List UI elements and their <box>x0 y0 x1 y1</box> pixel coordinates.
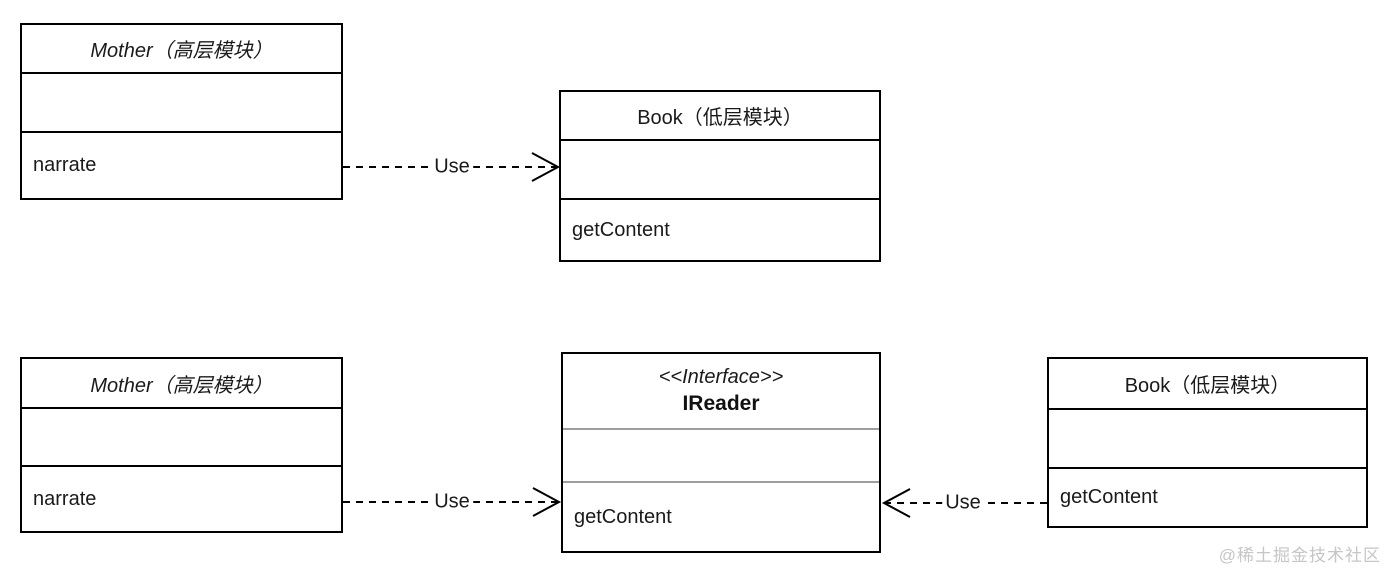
attributes-compartment <box>1049 408 1366 467</box>
use-label-top: Use <box>431 155 473 179</box>
arrow-head-icon <box>532 487 562 517</box>
arrow-head-icon <box>531 152 561 182</box>
use-label-bottom-right: Use <box>942 491 984 515</box>
use-label-bottom-left: Use <box>431 490 473 514</box>
attributes-compartment <box>22 407 341 465</box>
class-box-book-top: Book（低层模块） getContent <box>559 90 881 262</box>
class-title: Book（低层模块） <box>637 107 803 129</box>
method-label: narrate <box>22 131 341 198</box>
attributes-compartment <box>22 72 341 131</box>
interface-stereotype-label: <<Interface>> <box>658 366 784 389</box>
attributes-compartment <box>563 428 879 481</box>
method-label: getContent <box>1049 467 1366 526</box>
method-label: narrate <box>22 465 341 531</box>
interface-name-label: IReader <box>682 392 760 416</box>
class-title: Book（低层模块） <box>1124 375 1291 397</box>
watermark-text: @稀土掘金技术社区 <box>1218 546 1381 565</box>
interface-header: <<Interface>> IReader <box>563 354 879 428</box>
class-box-mother-top: Mother（高层模块） narrate <box>20 23 343 200</box>
interface-box-ireader: <<Interface>> IReader getContent <box>561 352 881 553</box>
attributes-compartment <box>561 139 879 198</box>
class-box-mother-bottom: Mother（高层模块） narrate <box>20 357 343 533</box>
method-label: getContent <box>561 198 879 260</box>
class-box-book-bottom: Book（低层模块） getContent <box>1047 357 1368 528</box>
arrow-head-icon <box>881 488 911 518</box>
class-title: Mother（高层模块） <box>90 374 273 397</box>
class-title: Mother（高层模块） <box>90 40 273 62</box>
method-label: getContent <box>563 481 879 551</box>
